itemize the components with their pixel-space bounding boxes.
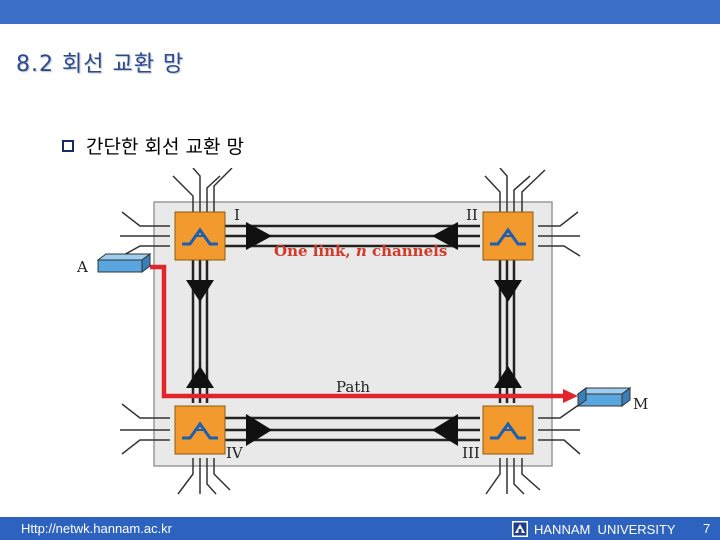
- link-label-part1: One link,: [274, 242, 356, 260]
- switch-ii: [482, 211, 534, 261]
- switch-label-i: I: [234, 206, 240, 224]
- external-lines: [120, 168, 581, 495]
- switch-iv: [174, 405, 226, 455]
- footer-url: Http://netwk.hannam.ac.kr: [21, 521, 173, 536]
- circuit-switched-network-diagram: I II IV III One link, n channels Path A …: [76, 168, 648, 495]
- switch-label-iv: IV: [226, 444, 244, 462]
- top-accent-bar: [0, 0, 720, 24]
- switch-iii: [482, 405, 534, 455]
- link-label-part2: channels: [367, 242, 447, 260]
- station-a: [96, 253, 152, 273]
- switch-label-ii: II: [466, 206, 478, 224]
- switch-i: [174, 211, 226, 261]
- footer-university-name: HANNAM UNIVERSITY: [534, 521, 676, 537]
- bullet-text: 간단한 회선 교환 망: [86, 136, 244, 158]
- station-label-m: M: [633, 395, 648, 413]
- station-label-a: A: [76, 258, 88, 276]
- station-m: [576, 387, 632, 407]
- footer-university: HANNAM UNIVERSITY: [512, 521, 676, 537]
- university-logo-icon: [512, 521, 528, 537]
- slide-title: 8.2 회선 교환 망: [16, 52, 185, 77]
- bullet-item: 간단한 회선 교환 망: [62, 132, 244, 159]
- link-label-n: n: [356, 242, 367, 260]
- footer-bar: Http://netwk.hannam.ac.kr HANNAM UNIVERS…: [0, 517, 720, 540]
- link-arrowheads: [186, 222, 522, 446]
- path-arrowhead: [563, 389, 578, 403]
- circuit-path: [150, 264, 565, 399]
- switch-label-iii: III: [462, 444, 480, 462]
- link-label: One link, n channels: [274, 242, 447, 260]
- page-number: 7: [703, 521, 711, 536]
- checkbox-bullet-icon: [62, 139, 74, 152]
- path-label: Path: [336, 378, 370, 396]
